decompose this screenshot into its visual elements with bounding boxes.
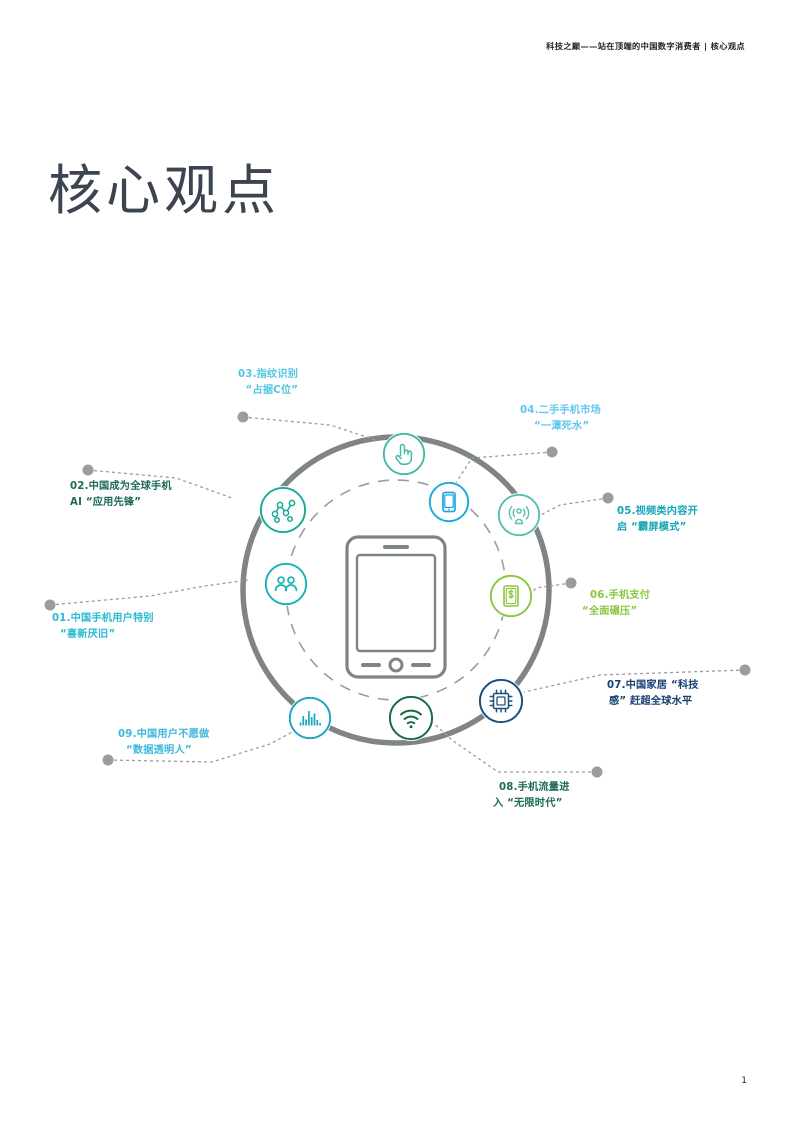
cpu-chip-icon — [478, 678, 524, 724]
money-bill-icon — [489, 574, 533, 618]
label-08: 08.手机流量进 入 “无限时代” — [487, 780, 570, 812]
label-09: 09.中国用户不愿做 “数据透明人” — [118, 727, 209, 759]
fingerprint-touch-icon — [382, 432, 426, 476]
label-06-line2: “全面碾压” — [582, 605, 638, 617]
diagram-connectors — [44, 411, 751, 778]
label-07-line1: 07.中国家居 “科技 — [607, 680, 699, 691]
label-08-line1: 08.手机流量进 — [499, 782, 570, 793]
node-icon-03[interactable] — [382, 432, 426, 476]
label-02-line2: AI “应用先锋” — [70, 496, 142, 508]
bar-chart-icon — [288, 696, 332, 740]
label-09-line1: 09.中国用户不愿做 — [118, 729, 210, 740]
leader-03 — [237, 411, 377, 441]
two-users-icon — [264, 562, 308, 606]
leader-05 — [538, 492, 614, 517]
node-icon-05-bubble[interactable] — [497, 493, 541, 537]
label-07-line2: 感” 赶超全球水平 — [609, 695, 693, 707]
node-icon-01[interactable] — [264, 562, 308, 606]
label-03-line1: 03.指纹识别 — [238, 369, 299, 380]
node-icon-04[interactable] — [428, 481, 470, 523]
smartphone-icon — [428, 481, 470, 523]
label-05-line2: 启 “霸屏模式” — [617, 521, 687, 533]
running-head: 科技之巅——站在顶端的中国数字消费者 | 核心观点 — [546, 41, 745, 51]
label-04-line2: “一潭死水” — [534, 420, 590, 432]
page-number: 1 — [741, 1076, 747, 1086]
label-02-line1: 02.中国成为全球手机 — [70, 481, 172, 492]
leader-06 — [523, 577, 577, 603]
label-06: 06.手机支付 “全面碾压” — [578, 588, 650, 620]
label-07: 07.中国家居 “科技 感” 赶超全球水平 — [607, 678, 699, 710]
leader-04 — [449, 446, 558, 493]
label-03-line2: “占据C位” — [245, 384, 299, 396]
label-06-line1: 06.手机支付 — [590, 590, 651, 601]
node-icon-07[interactable] — [478, 678, 524, 724]
label-02: 02.中国成为全球手机 AI “应用先锋” — [70, 479, 172, 511]
leader-01 — [44, 579, 249, 611]
label-03: 03.指纹识别 “占据C位” — [238, 367, 298, 399]
label-04-line1: 04.二手手机市场 — [520, 405, 601, 416]
broadcast-person-icon — [497, 493, 541, 537]
inner-dashed-ring — [285, 479, 507, 701]
center-smartphone-icon — [345, 535, 447, 679]
label-05: 05.视频类内容开 启 “霸屏模式” — [617, 504, 698, 536]
leader-08 — [429, 719, 603, 778]
label-09-line2: “数据透明人” — [126, 744, 192, 756]
label-01: 01.中国手机用户特别 “喜新厌旧” — [52, 611, 154, 643]
wifi-icon — [388, 695, 434, 741]
node-icon-06[interactable] — [489, 574, 533, 618]
leader-07 — [523, 664, 751, 693]
leader-09 — [102, 729, 297, 766]
label-05-line1: 05.视频类内容开 — [617, 506, 698, 517]
node-icon-09[interactable] — [288, 696, 332, 740]
leader-02 — [82, 464, 233, 499]
label-01-line1: 01.中国手机用户特别 — [52, 613, 154, 624]
page-title: 核心观点 — [48, 159, 280, 222]
label-08-line2: 入 “无限时代” — [493, 797, 563, 809]
network-nodes-icon — [259, 486, 307, 534]
node-icon-08[interactable] — [388, 695, 434, 741]
node-icon-02[interactable] — [259, 486, 307, 534]
label-04: 04.二手手机市场 “一潭死水” — [520, 403, 601, 435]
label-01-line2: “喜新厌旧” — [60, 628, 116, 640]
core-viewpoints-diagram: 01.中国手机用户特别 “喜新厌旧” 02.中国成为全球手机 AI “应用先锋”… — [0, 340, 793, 840]
